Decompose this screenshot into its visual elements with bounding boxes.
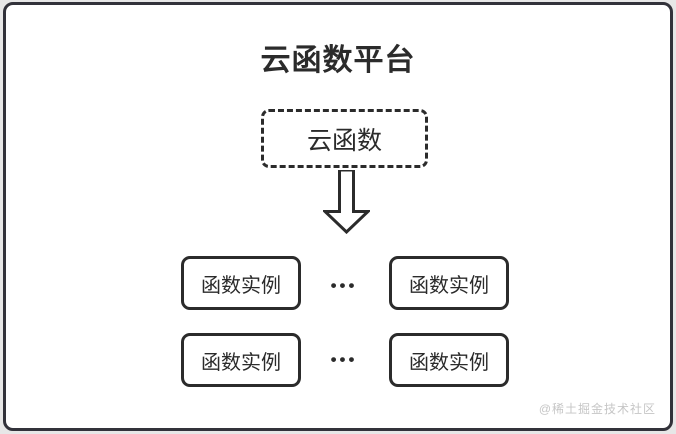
ellipsis-dots: ••• bbox=[330, 350, 358, 369]
function-instance-box: 函数实例 bbox=[181, 333, 301, 387]
function-instance-label: 函数实例 bbox=[409, 351, 489, 374]
cloud-function-label: 云函数 bbox=[306, 126, 382, 155]
function-instance-box: 函数实例 bbox=[389, 333, 509, 387]
function-instance-box: 函数实例 bbox=[389, 256, 509, 310]
function-instance-label: 函数实例 bbox=[201, 351, 281, 374]
function-instance-label: 函数实例 bbox=[409, 274, 489, 297]
function-instance-box: 函数实例 bbox=[181, 256, 301, 310]
watermark-text: @稀土掘金技术社区 bbox=[538, 402, 656, 416]
diagram-title: 云函数平台 bbox=[260, 44, 416, 77]
ellipsis-dots: ••• bbox=[330, 276, 358, 295]
function-instance-label: 函数实例 bbox=[201, 274, 281, 297]
down-arrow-icon bbox=[323, 170, 370, 234]
cloud-function-box: 云函数 bbox=[261, 109, 428, 168]
diagram-frame: 云函数平台 云函数 函数实例 ••• 函数实例 函数实例 ••• 函数实例 @稀… bbox=[3, 2, 673, 431]
